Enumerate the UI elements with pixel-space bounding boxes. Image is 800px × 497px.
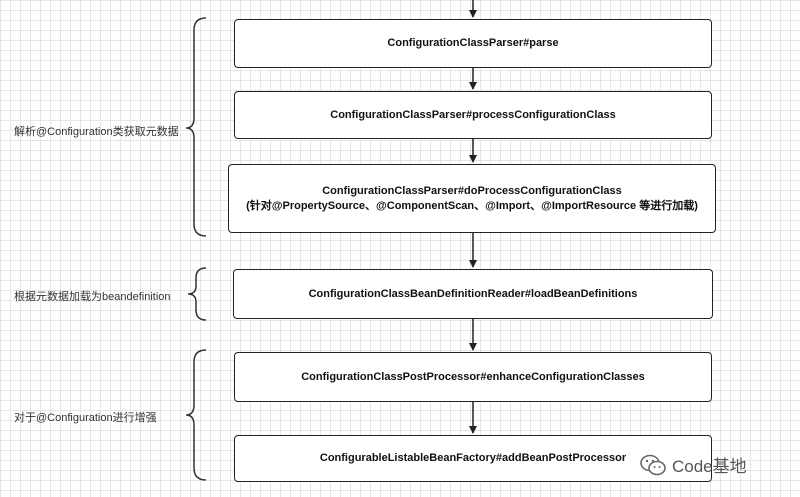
node-parse-label: ConfigurationClassParser#parse bbox=[387, 37, 559, 49]
brace-load bbox=[187, 267, 207, 321]
node-parse: ConfigurationClassParser#parse bbox=[234, 19, 712, 68]
node-process-label: ConfigurationClassParser#processConfigur… bbox=[330, 108, 616, 121]
group-label-parse: 解析@Configuration类获取元数据 bbox=[14, 126, 179, 138]
brace-parse bbox=[185, 17, 207, 237]
node-add-bpp-label: ConfigurableListableBeanFactory#addBeanP… bbox=[319, 452, 627, 464]
node-do-process-label: ConfigurationClassParser#doProcessConfig… bbox=[322, 184, 622, 197]
wechat-icon bbox=[640, 454, 666, 475]
node-do-process-configuration-class: ConfigurationClassParser#doProcessConfig… bbox=[228, 164, 716, 233]
watermark: Code基地 bbox=[640, 452, 747, 477]
node-enhance-configuration-classes: ConfigurationClassPostProcessor#enhanceC… bbox=[234, 352, 712, 402]
group-label-load: 根据元数据加载为beandefinition bbox=[14, 291, 171, 303]
brace-enhance bbox=[185, 349, 207, 481]
node-do-process-sublabel: (针对@PropertySource、@ComponentScan、@Impor… bbox=[246, 199, 698, 212]
node-process-configuration-class: ConfigurationClassParser#processConfigur… bbox=[234, 91, 712, 139]
watermark-text: Code基地 bbox=[672, 457, 747, 476]
node-enhance-label: ConfigurationClassPostProcessor#enhanceC… bbox=[301, 370, 645, 383]
node-load-bean-definitions: ConfigurationClassBeanDefinitionReader#l… bbox=[233, 269, 713, 319]
node-add-bean-post-processor: ConfigurableListableBeanFactory#addBeanP… bbox=[234, 435, 712, 482]
node-load-label: ConfigurationClassBeanDefinitionReader#l… bbox=[308, 287, 638, 300]
group-label-enhance: 对于@Configuration进行增强 bbox=[14, 412, 157, 424]
